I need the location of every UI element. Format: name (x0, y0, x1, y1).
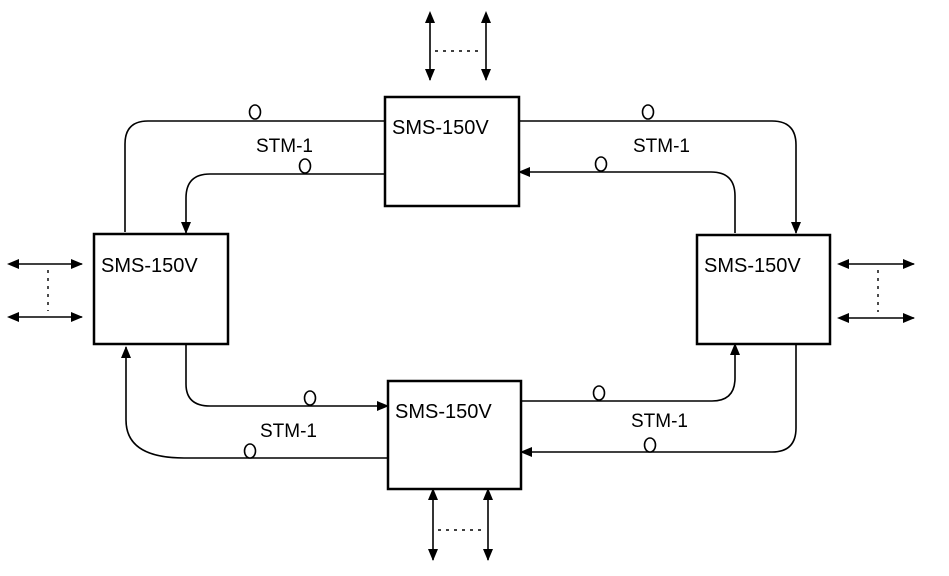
optical-marker (592, 385, 606, 401)
link-label-top-right: STM-1 (633, 136, 690, 157)
link-label-bottom-left: STM-1 (260, 421, 317, 442)
node-top-label: SMS-150V (392, 117, 489, 139)
node-left-label: SMS-150V (101, 255, 198, 277)
optical-marker (243, 443, 257, 459)
fibre-bottom-to-right-in (519, 343, 740, 402)
optical-marker (643, 437, 657, 453)
fibre-right-to-bottom-out (520, 344, 797, 457)
node-right: SMS-150V (695, 233, 832, 346)
fibre-left-to-bottom-in (185, 345, 389, 411)
optical-marker (594, 156, 608, 172)
optical-marker (641, 104, 655, 120)
fibre-top-to-right-out (519, 120, 801, 234)
node-bottom-label: SMS-150V (395, 401, 492, 423)
fibre-right-to-top-in (518, 167, 736, 233)
fibre-top-to-left-in (181, 173, 385, 234)
node-right-label: SMS-150V (704, 255, 801, 277)
tributary-right (837, 259, 915, 323)
node-top: SMS-150V (383, 95, 521, 208)
optical-marker (303, 390, 317, 406)
tributary-bottom (428, 488, 493, 561)
link-label-bottom-right: STM-1 (631, 411, 688, 432)
tributary-top (425, 10, 491, 81)
fibre-bottom-to-left-out (121, 346, 388, 459)
tributary-left (7, 259, 83, 322)
optical-marker (248, 104, 262, 120)
fibre-top-to-left-out (124, 120, 385, 232)
link-label-top-left: STM-1 (256, 136, 313, 157)
node-left: SMS-150V (92, 232, 230, 346)
optical-marker (298, 158, 312, 174)
node-bottom: SMS-150V (386, 379, 523, 491)
